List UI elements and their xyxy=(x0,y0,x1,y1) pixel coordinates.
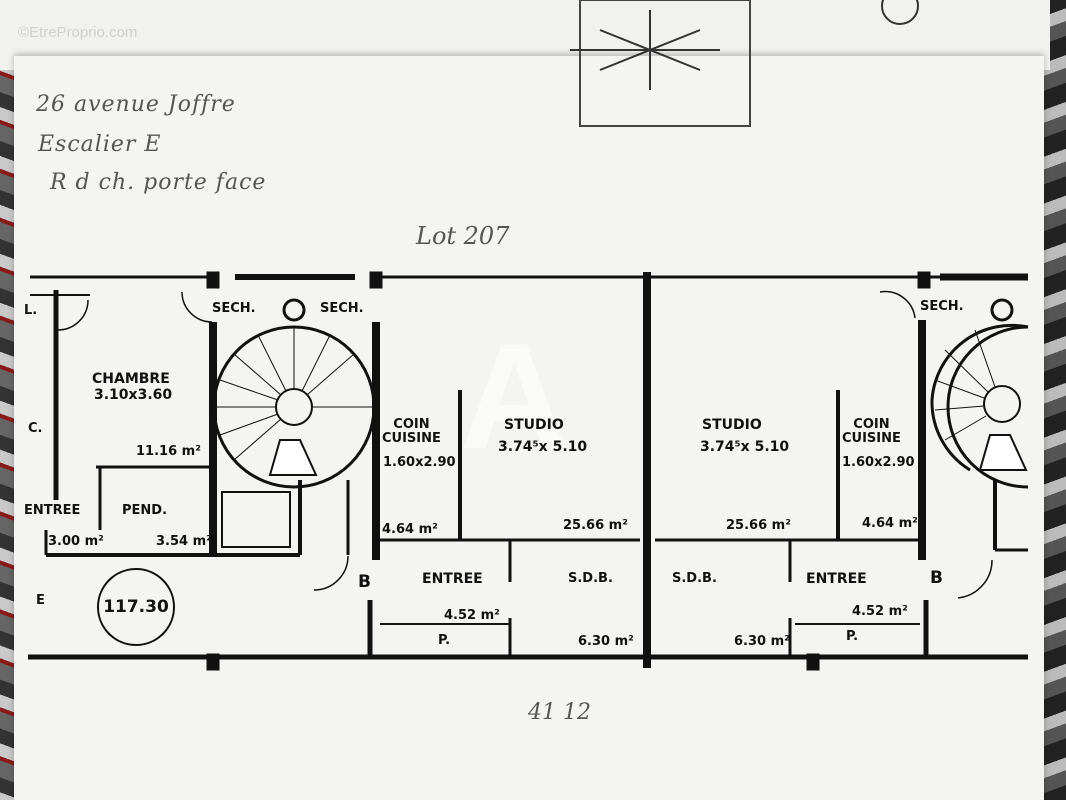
room-coin-cuisine-left-name: COIN CUISINE xyxy=(382,417,441,446)
room-entree-left-area: 3.00 m² xyxy=(48,534,104,549)
room-sech-2: SECH. xyxy=(320,301,364,316)
room-sech-1: SECH. xyxy=(212,301,256,316)
room-chambre-name: CHAMBRE xyxy=(92,371,170,387)
watermark: ©EtreProprio.com xyxy=(18,24,138,41)
room-coin-cuisine-left-area: 4.64 m² xyxy=(382,522,438,537)
room-chambre-dims: 3.10x3.60 xyxy=(94,387,173,403)
total-area-badge: 117.30 xyxy=(97,568,175,646)
walls xyxy=(28,271,1028,671)
room-studio-right-area: 25.66 m² xyxy=(726,518,791,533)
handwritten-floor: R d ch. porte face xyxy=(50,170,267,195)
room-studio-left-name: STUDIO xyxy=(504,417,564,433)
watermark-letter: A xyxy=(460,312,569,480)
label-c: C. xyxy=(28,421,43,436)
room-entree-right-name: ENTREE xyxy=(806,571,867,587)
door-swings xyxy=(57,290,993,599)
room-chambre-area: 11.16 m² xyxy=(136,444,201,459)
room-entree-mid-name: ENTREE xyxy=(422,571,483,587)
room-entree-left-name: ENTREE xyxy=(24,503,81,518)
room-pend-name: PEND. xyxy=(122,503,168,518)
room-studio-right-name: STUDIO xyxy=(702,417,762,433)
room-entree-right-area: 4.52 m² xyxy=(852,604,908,619)
label-b-right: B xyxy=(930,568,943,588)
room-studio-left-area: 25.66 m² xyxy=(563,518,628,533)
room-sdb-left-area: 6.30 m² xyxy=(578,634,634,649)
spiral-staircase-left xyxy=(212,298,376,489)
floor-plan-paper xyxy=(14,56,1044,800)
room-pend-area: 3.54 m² xyxy=(156,534,212,549)
label-e: E xyxy=(36,593,45,608)
label-b-left: B xyxy=(358,572,371,592)
room-sdb-right-name: S.D.B. xyxy=(672,571,717,586)
room-sdb-right-area: 6.30 m² xyxy=(734,634,790,649)
room-coin-cuisine-right-dims: 1.60x2.90 xyxy=(842,455,915,470)
handwritten-staircase: Escalier E xyxy=(38,132,162,157)
label-p-right: P. xyxy=(846,629,859,644)
room-coin-cuisine-right-name: COIN CUISINE xyxy=(842,417,901,446)
room-sech-3: SECH. xyxy=(920,299,964,314)
top-sketch xyxy=(570,0,919,127)
handwritten-lot-number: Lot 207 xyxy=(416,222,510,250)
room-studio-right-dims: 3.74⁵x 5.10 xyxy=(700,439,790,455)
room-entree-mid-area: 4.52 m² xyxy=(444,608,500,623)
room-studio-left-dims: 3.74⁵x 5.10 xyxy=(498,439,588,455)
handwritten-address: 26 avenue Joffre xyxy=(36,92,236,117)
room-coin-cuisine-right-area: 4.64 m² xyxy=(862,516,918,531)
room-sdb-left-name: S.D.B. xyxy=(568,571,613,586)
handwritten-bottom-note: 41 12 xyxy=(528,700,591,725)
label-l: L. xyxy=(24,303,38,318)
room-coin-cuisine-left-dims: 1.60x2.90 xyxy=(383,455,456,470)
spiral-staircase-right xyxy=(930,298,1029,489)
label-p-left: P. xyxy=(438,633,451,648)
background-fabric-left xyxy=(0,0,16,800)
